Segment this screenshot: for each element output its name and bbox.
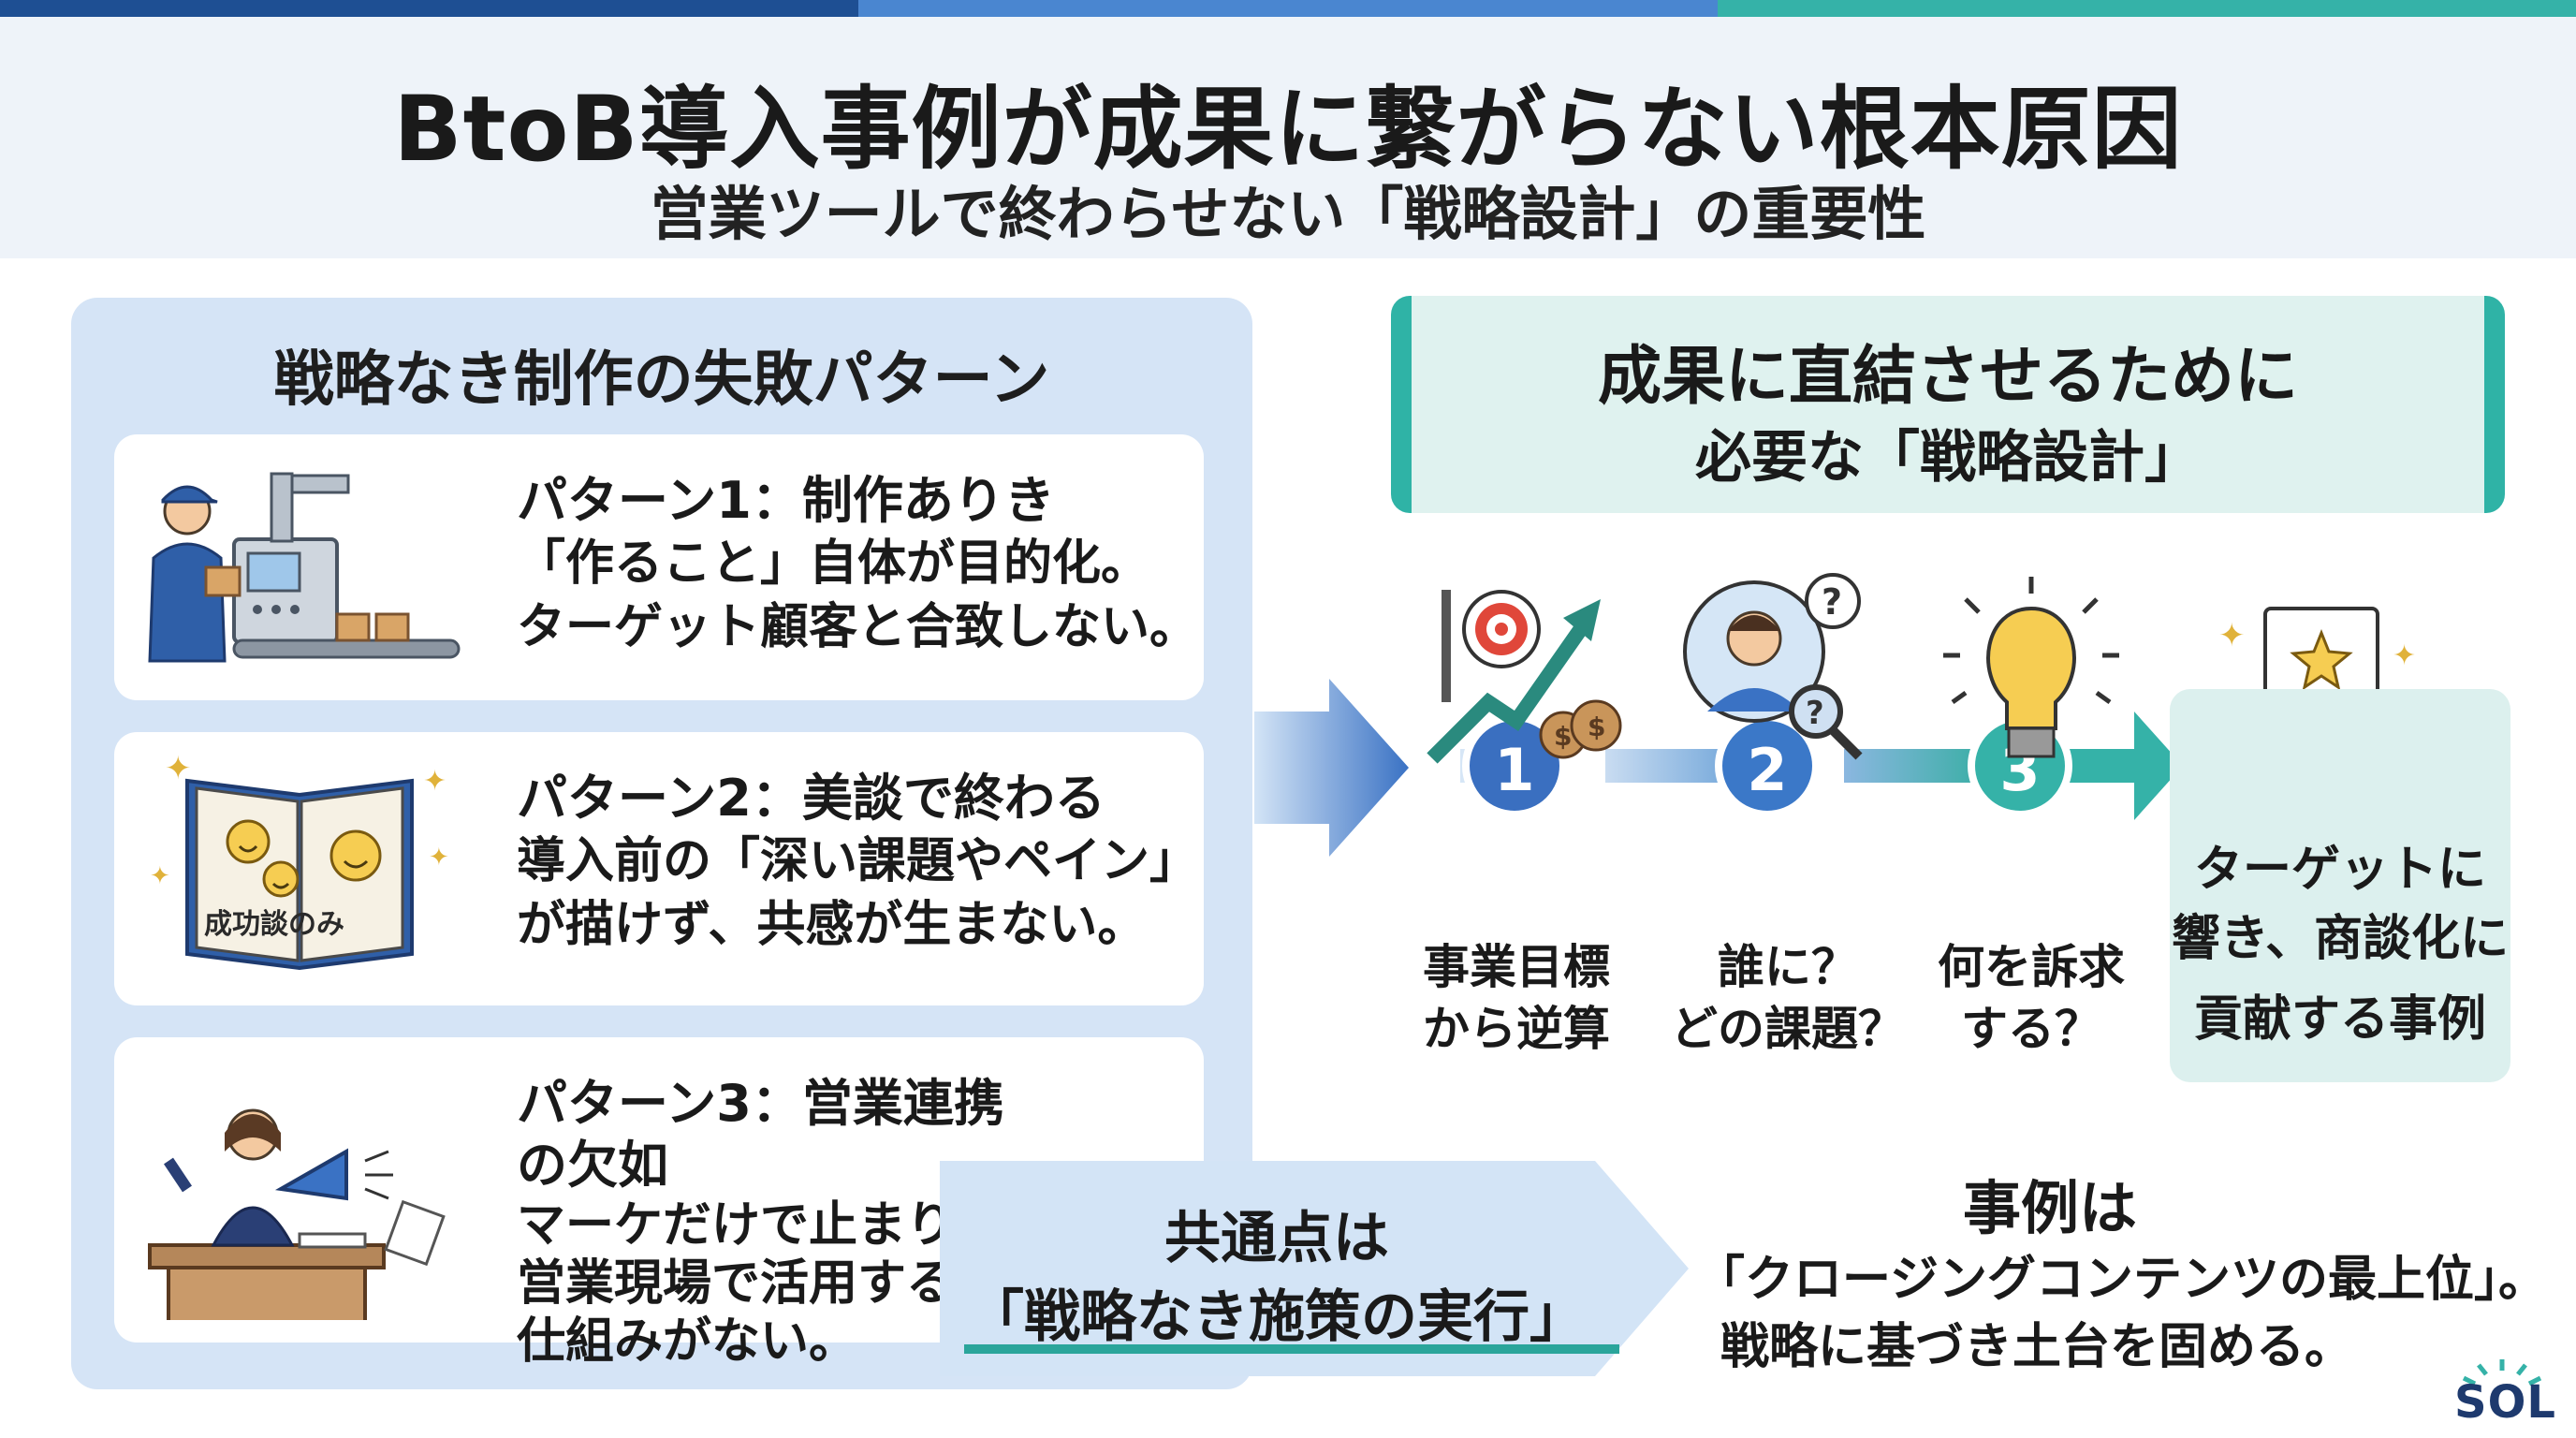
success-story-book-icon: ✦ ✦ ✦ ✦: [150, 753, 449, 971]
failure-patterns-heading: 戦略なき制作の失敗パターン: [273, 345, 1050, 415]
lightbulb-icon: [1943, 577, 2119, 758]
step-1-line-2: から逆算: [1423, 1002, 1610, 1056]
flow-entry-arrow: [1254, 679, 1409, 857]
pattern-1-title: パターン1：制作ありき: [517, 471, 1055, 530]
pattern-3-line-3: 仕組みがない。: [517, 1313, 858, 1370]
svg-text:✦: ✦: [429, 844, 449, 872]
common-point-line-1: 共通点は: [1164, 1206, 1389, 1271]
step-2-line-2: どの課題？: [1671, 1002, 1905, 1056]
pattern-2-line-1: 導入前の「深い課題やペイン」: [517, 833, 1199, 889]
step-3-label: 何を訴求 する？: [1910, 936, 2153, 1060]
strategy-heading-line-2: 必要な「戦略設計」: [1695, 425, 2201, 491]
common-point-line-2: 「戦略なき施策の実行」: [968, 1284, 1586, 1350]
pattern-1-line-1: 「作ること」自体が目的化。: [517, 536, 1150, 592]
step-2-number: 2: [1747, 736, 1788, 804]
page-title: BtoB導入事例が成果に繋がらない根本原因: [393, 77, 2183, 182]
example-line-1: 「クロージングコンテンツの最上位」。: [1696, 1252, 2547, 1308]
megaphone-person-icon: [148, 1108, 446, 1320]
top-bar-segment-1: [0, 0, 859, 17]
step-1-number: 1: [1494, 736, 1535, 804]
pattern-2-line-2: が描けず、共感が生まない。: [517, 897, 1147, 953]
result-box: ターゲットに 響き、商談化に 貢献する事例: [2170, 689, 2510, 1082]
result-line-2: 響き、商談化に: [2171, 911, 2510, 967]
strategy-heading-box: 成果に直結させるために 必要な「戦略設計」: [1391, 296, 2505, 513]
pattern-2-title: パターン2：美談で終わる: [517, 769, 1105, 828]
header: BtoB導入事例が成果に繋がらない根本原因 営業ツールで終わらせない「戦略設計」…: [0, 17, 2576, 258]
pattern-3-line-2: 営業現場で活用する: [517, 1255, 956, 1312]
persona-search-icon: ? ?: [1683, 573, 1863, 760]
page-subtitle: 営業ツールで終わらせない「戦略設計」の重要性: [650, 180, 1926, 248]
step-3-line-1: 何を訴求: [1938, 940, 2125, 994]
example-line-2: 戦略に基づき土台を固める。: [1720, 1319, 2354, 1375]
svg-text:?: ?: [1806, 695, 1824, 732]
step-2-line-1: 誰に？: [1718, 940, 1858, 994]
connector-to-result: [2059, 712, 2183, 820]
result-line-1: ターゲットに: [2193, 842, 2486, 898]
connector-2-3: [1844, 749, 1984, 783]
book-label: 成功談のみ: [204, 908, 344, 941]
pattern-3-line-1: マーケだけで止まり、: [517, 1197, 1002, 1254]
pattern-3-title: パターン3：営業連携の欠如: [517, 1074, 1004, 1195]
target-growth-icon: $ $: [1427, 590, 1622, 764]
top-bar-segment-3: [1717, 0, 2576, 17]
pattern-card-1: パターン1：制作ありき 「作ること」自体が目的化。 ターゲット顧客と合致しない。: [114, 434, 1204, 700]
pattern-card-2: ✦ ✦ ✦ ✦ 成功談のみ パターン2：美談で終わる 導入前の「深い課題やペイン…: [114, 732, 1204, 1005]
sol-logo-icon: [2462, 1359, 2542, 1387]
step-3-line-2: する？: [1961, 1002, 2101, 1056]
svg-text:✦: ✦: [2218, 617, 2246, 654]
failure-patterns-panel: 戦略なき制作の失敗パターン パターン1：制作ありき 「作ること」自体が目的化。 …: [71, 298, 1252, 1389]
common-point-underline: [964, 1344, 1619, 1354]
step-2-label: 誰に？ どの課題？: [1647, 936, 1928, 1060]
sol-logo-text: SOL: [2454, 1376, 2556, 1429]
result-line-3: 貢献する事例: [2193, 991, 2486, 1048]
strategy-heading-line-1: 成果に直結させるために: [1597, 340, 2298, 414]
common-point-callout: 共通点は 「戦略なき施策の実行」: [940, 1161, 1689, 1376]
svg-text:✦: ✦: [150, 862, 170, 890]
svg-text:$: $: [1554, 721, 1572, 752]
factory-worker-icon: [148, 472, 461, 663]
top-bar-segment-2: [858, 0, 1718, 17]
pattern-card-3: パターン3：営業連携の欠如 マーケだけで止まり、 営業現場で活用する 仕組みがな…: [114, 1037, 1204, 1370]
step-1-line-1: 事業目標: [1423, 940, 1610, 994]
strategy-flow: [1254, 679, 2183, 857]
svg-text:$: $: [1588, 712, 1605, 742]
svg-text:?: ?: [1822, 581, 1842, 623]
svg-text:✦: ✦: [2393, 639, 2416, 672]
top-color-bar: [0, 0, 2576, 17]
step-1-label: 事業目標 から逆算: [1404, 936, 1629, 1060]
svg-text:✦: ✦: [165, 753, 192, 787]
common-point-arrow: [940, 1161, 1689, 1376]
svg-text:✦: ✦: [423, 765, 446, 798]
example-title: 事例は: [1962, 1174, 2137, 1242]
pattern-1-line-2: ターゲット顧客と合致しない。: [517, 599, 1199, 655]
